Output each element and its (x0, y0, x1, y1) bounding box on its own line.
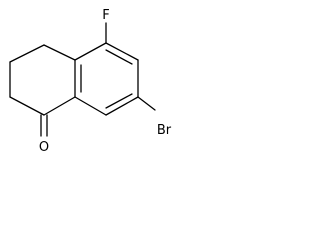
bond-c3-c4 (9, 44, 45, 63)
oxygen-atom: O (35, 137, 53, 155)
bond-c7-br (137, 96, 156, 111)
bond-c5-c6-inner (105, 49, 133, 65)
bond-c4a-c5 (74, 42, 107, 61)
fluorine-label: F (102, 8, 109, 23)
fluorine-atom: F (99, 5, 113, 23)
bond-c1-c8a (43, 96, 76, 116)
oxygen-label: O (39, 140, 49, 155)
bond-c7-c8-inner (105, 93, 133, 109)
bond-c4-c4a (43, 44, 76, 61)
bond-c5-c6 (105, 42, 139, 61)
bond-c1-c2 (9, 96, 45, 116)
bromine-label: Br (157, 123, 172, 138)
bromine-atom: Br (152, 120, 176, 138)
bond-c7-c8 (105, 96, 139, 116)
bond-c8-c8a (74, 96, 107, 116)
molecule-structure: F Br O (9, 5, 176, 155)
